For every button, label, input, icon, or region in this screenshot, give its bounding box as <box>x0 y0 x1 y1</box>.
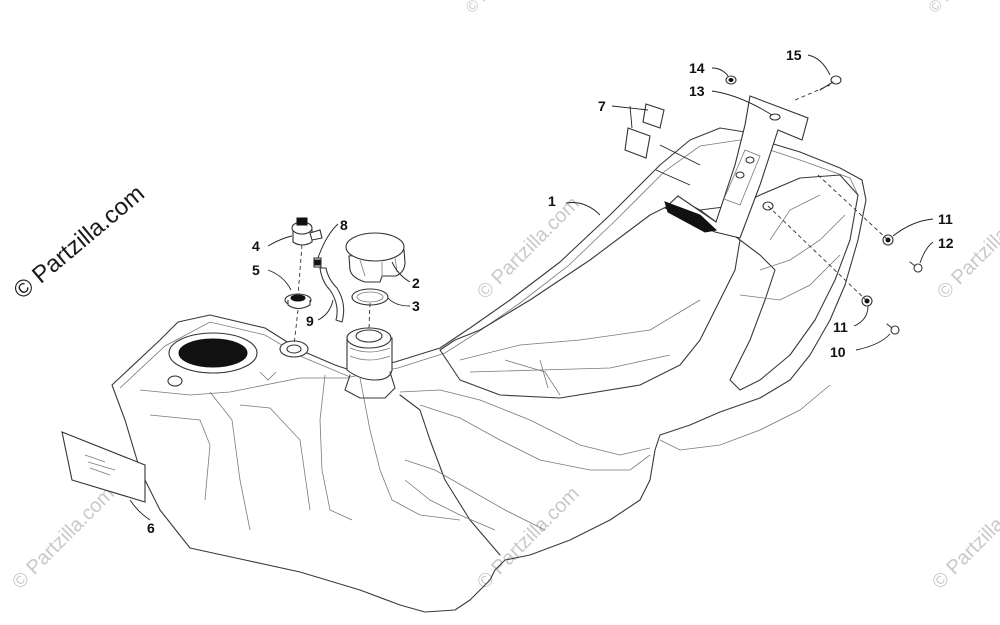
callout-9: 9 <box>306 313 314 329</box>
washer-11-upper <box>882 234 894 246</box>
pads <box>624 103 665 159</box>
callout-14: 14 <box>689 60 705 76</box>
callout-7: 7 <box>598 98 606 114</box>
bracket <box>664 95 809 239</box>
callout-12: 12 <box>938 235 954 251</box>
bolt-10 <box>886 323 900 335</box>
nut-14 <box>725 75 737 85</box>
callout-3: 3 <box>412 298 420 314</box>
callout-labels: 1 2 3 4 5 6 7 8 9 10 11 11 12 13 14 15 <box>147 47 954 536</box>
watermark-text: © Partzilla.com <box>473 193 584 304</box>
watermark-text: © Partzilla.com <box>928 483 1000 594</box>
washer-11-lower <box>861 295 873 307</box>
callout-10: 10 <box>830 344 846 360</box>
watermark-text: © Partzilla.com <box>8 483 119 594</box>
grommet <box>284 293 312 310</box>
callout-6: 6 <box>147 520 155 536</box>
fuel-cap <box>345 232 406 283</box>
watermark-text: © Partzilla.com <box>473 483 584 594</box>
callout-11-lower: 11 <box>833 319 848 335</box>
partzilla-watermark: © Partzilla.com <box>9 180 150 305</box>
callout-8: 8 <box>340 217 348 233</box>
callout-13: 13 <box>689 83 705 99</box>
vent-hose <box>319 267 345 323</box>
callout-4: 4 <box>252 238 260 254</box>
callout-15: 15 <box>786 47 802 63</box>
fuel-valve <box>291 217 323 246</box>
decal <box>61 431 146 503</box>
clamp <box>313 257 322 268</box>
watermark-text: © Partzilla.com <box>926 0 1000 17</box>
callout-1: 1 <box>548 193 556 209</box>
leader-lines <box>129 54 934 521</box>
watermark-text: © Partzilla.com <box>463 0 551 17</box>
bolt-12 <box>909 261 923 273</box>
callout-5: 5 <box>252 262 260 278</box>
callout-2: 2 <box>412 275 420 291</box>
callout-11-upper: 11 <box>938 211 953 227</box>
